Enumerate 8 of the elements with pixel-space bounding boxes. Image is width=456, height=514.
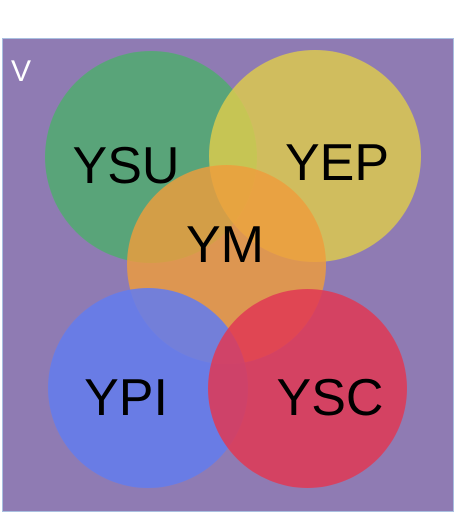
- circle-label: YM: [186, 219, 264, 271]
- circle-label: YPI: [84, 372, 168, 424]
- circle-label: YSU: [72, 140, 180, 192]
- venn-circle: [208, 289, 407, 488]
- circle-label: YEP: [284, 137, 390, 189]
- panel-label: V: [11, 57, 32, 87]
- circle-label: YSC: [276, 372, 384, 424]
- diagram-panel: [2, 38, 454, 512]
